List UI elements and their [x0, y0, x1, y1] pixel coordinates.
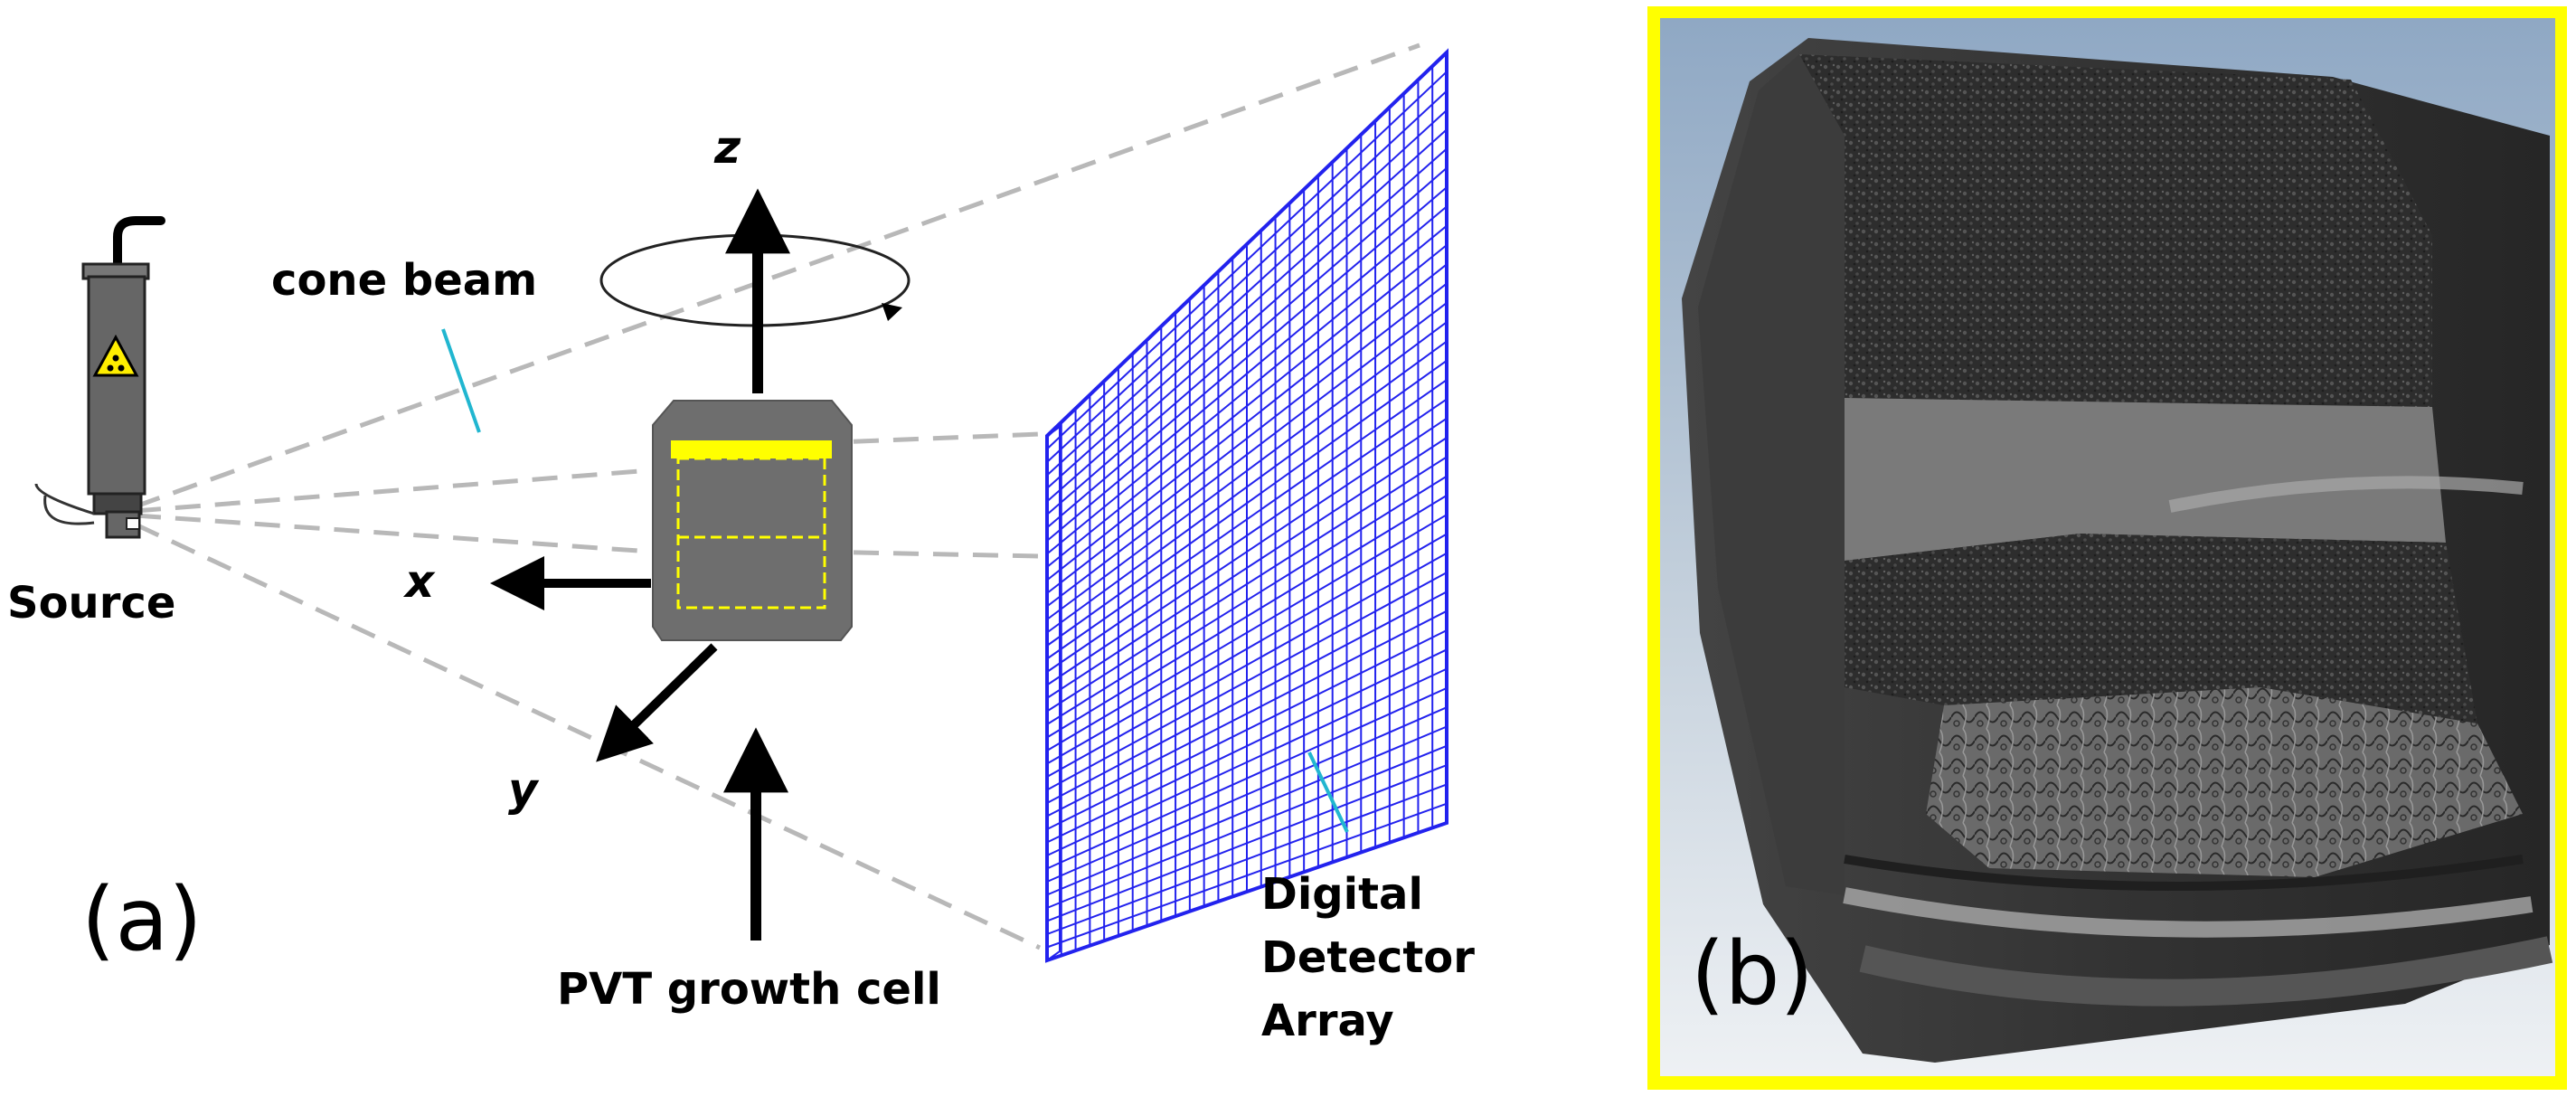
- detector-grid-row-line: [1046, 495, 1448, 739]
- detector-grid-row-line: [1046, 302, 1448, 608]
- detector-grid-row-line: [1046, 321, 1448, 620]
- detector-grid-row-line: [1046, 437, 1448, 699]
- detector-grid-row-line: [1046, 591, 1448, 804]
- detector-grid-row-line: [1046, 764, 1448, 922]
- detector-grid-row-line: [1046, 686, 1448, 870]
- panel-b: (b): [1647, 6, 2567, 1090]
- detector-grid-row-line: [1046, 90, 1448, 463]
- detector-grid-row-line: [1046, 263, 1448, 581]
- detector-grid-row-line: [1046, 244, 1448, 568]
- detector-grid-row-line: [1046, 147, 1448, 503]
- detector-grid-row-line: [1046, 744, 1448, 909]
- cone-beam-label: cone beam: [271, 255, 537, 306]
- detector-grid-row-line: [1046, 667, 1448, 856]
- detector-grid-row-line: [1046, 379, 1448, 660]
- z-axis-label: z: [713, 121, 741, 174]
- detector-grid-row-line: [1046, 128, 1448, 489]
- panel-a-label: (a): [81, 869, 203, 970]
- detector-grid-row-line: [1046, 629, 1448, 830]
- detector-grid-row-line: [1046, 340, 1448, 634]
- detector-grid-row-line: [1046, 572, 1448, 791]
- detector-grid-row-line: [1046, 802, 1448, 949]
- detector-grid-row-line: [1046, 456, 1448, 713]
- panel-b-label: (b): [1691, 923, 1814, 1025]
- panel-a: Source cone beam z x y PVT growth cell: [7, 43, 1475, 1046]
- detector-grid-row-line: [1046, 398, 1448, 673]
- detector-grid-row-line: [1046, 71, 1448, 450]
- detector-grid-row-line: [1046, 514, 1448, 752]
- detector-grid-row-line: [1046, 224, 1448, 555]
- detector-grid-row-line: [1046, 167, 1448, 515]
- detector-edge: [1046, 425, 1061, 962]
- detector-grid-row-line: [1046, 610, 1448, 818]
- detector-grid-row-line: [1046, 109, 1448, 477]
- detector-grid-row-line: [1046, 783, 1448, 935]
- cone-beam-leader-line: [441, 328, 481, 433]
- detector-grid-row-line: [1046, 475, 1448, 725]
- detector-grid-row-line: [1046, 186, 1448, 529]
- pvt-growth-cell: [652, 400, 853, 641]
- xray-source: [34, 216, 165, 539]
- x-axis-label: x: [402, 555, 436, 608]
- detector-grid-row-line: [1046, 417, 1448, 686]
- y-axis-label: y: [508, 763, 540, 816]
- detector-grid-row-line: [1046, 282, 1448, 594]
- tomography-render: [1682, 38, 2553, 1063]
- detector-grid-row-line: [1046, 648, 1448, 844]
- detector-grid-row-line: [1046, 725, 1448, 896]
- detector-leader-line: [1307, 752, 1349, 833]
- detector-label-line1: Digital: [1261, 869, 1423, 920]
- detector-grid-row-line: [1046, 533, 1448, 765]
- detector-grid-row-line: [1046, 205, 1448, 542]
- detector-grid-row-line: [1046, 359, 1448, 647]
- source-label: Source: [7, 578, 175, 629]
- detector-grid-row-line: [1046, 552, 1448, 778]
- detector-grid-row-line: [1046, 706, 1448, 883]
- cone-beam-rays: [134, 43, 1420, 950]
- digital-detector-array: [1045, 48, 1448, 963]
- detector-label-line2: Detector: [1261, 932, 1475, 983]
- cell-label: PVT growth cell: [557, 964, 941, 1015]
- detector-label-line3: Array: [1261, 996, 1394, 1046]
- y-axis-arrow: [596, 643, 718, 762]
